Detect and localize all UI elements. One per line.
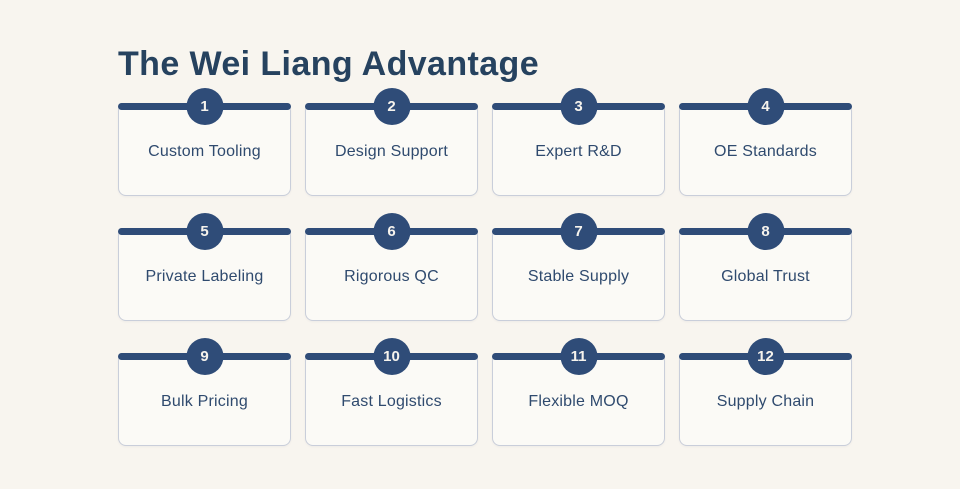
- number-badge: 8: [747, 213, 784, 250]
- advantage-card-4: 4 OE Standards: [679, 88, 852, 196]
- card-body: Custom Tooling: [118, 103, 291, 196]
- advantage-card-12: 12 Supply Chain: [679, 338, 852, 446]
- advantage-label: Bulk Pricing: [161, 392, 248, 410]
- advantage-card-9: 9 Bulk Pricing: [118, 338, 291, 446]
- number-badge: 10: [373, 338, 410, 375]
- page-title: The Wei Liang Advantage: [118, 44, 540, 83]
- number-badge: 11: [560, 338, 597, 375]
- advantage-label: Design Support: [334, 142, 449, 160]
- advantage-label: Fast Logistics: [341, 392, 442, 410]
- advantage-label: Rigorous QC: [344, 267, 439, 285]
- number-badge: 5: [186, 213, 223, 250]
- number-badge: 1: [186, 88, 223, 125]
- number-badge: 12: [747, 338, 784, 375]
- advantage-card-6: 6 Rigorous QC: [305, 213, 478, 321]
- advantage-label: Private Labeling: [145, 267, 264, 285]
- advantage-card-10: 10 Fast Logistics: [305, 338, 478, 446]
- number-badge: 3: [560, 88, 597, 125]
- advantage-card-1: 1 Custom Tooling: [118, 88, 291, 196]
- number-badge: 4: [747, 88, 784, 125]
- card-body: Expert R&D: [492, 103, 665, 196]
- advantage-label: Flexible MOQ: [528, 392, 629, 410]
- advantage-card-7: 7 Stable Supply: [492, 213, 665, 321]
- advantage-label: Expert R&D: [535, 142, 622, 160]
- advantage-label: Global Trust: [721, 267, 810, 285]
- number-badge: 7: [560, 213, 597, 250]
- advantages-grid: 1 Custom Tooling 2 Design Support 3 Expe…: [118, 88, 852, 446]
- advantage-label: Custom Tooling: [148, 142, 261, 160]
- advantage-card-8: 8 Global Trust: [679, 213, 852, 321]
- advantage-label: OE Standards: [714, 142, 817, 160]
- advantage-label: Supply Chain: [716, 392, 815, 410]
- number-badge: 6: [373, 213, 410, 250]
- advantage-card-5: 5 Private Labeling: [118, 213, 291, 321]
- advantage-card-2: 2 Design Support: [305, 88, 478, 196]
- advantage-card-11: 11 Flexible MOQ: [492, 338, 665, 446]
- advantage-card-3: 3 Expert R&D: [492, 88, 665, 196]
- number-badge: 9: [186, 338, 223, 375]
- advantage-label: Stable Supply: [527, 267, 630, 285]
- number-badge: 2: [373, 88, 410, 125]
